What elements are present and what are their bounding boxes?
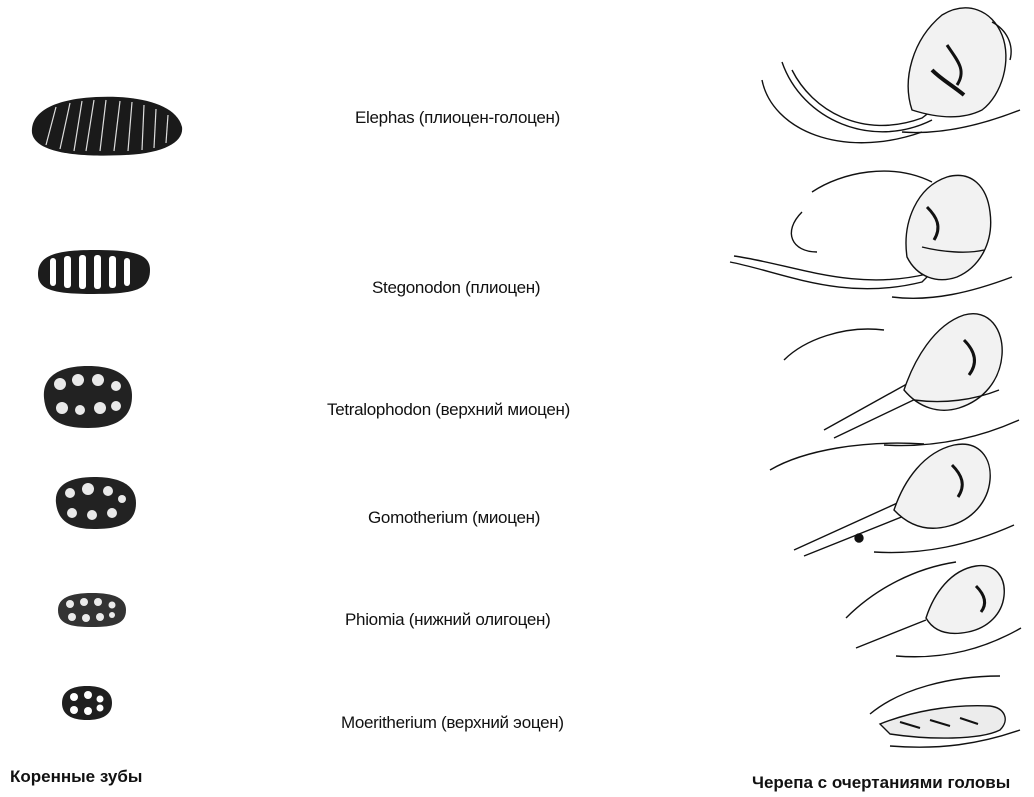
stegonodon-skull (722, 152, 1022, 312)
tetralophodon-skull (764, 300, 1024, 450)
tetralophodon-molar (38, 362, 136, 432)
elephas-molar (26, 93, 184, 159)
label-tetralophodon: Tetralophodon (верхний миоцен) (327, 400, 570, 420)
label-stegonodon: Stegonodon (плиоцен) (372, 278, 540, 298)
gomotherium-skull (764, 430, 1024, 560)
stegonodon-molar (34, 246, 154, 298)
gomotherium-molar (50, 473, 140, 533)
phiomia-molar (54, 590, 130, 630)
label-phiomia: Phiomia (нижний олигоцен) (345, 610, 551, 630)
label-moeritherium: Moeritherium (верхний эоцен) (341, 713, 564, 733)
elephas-skull (752, 0, 1022, 160)
phiomia-skull (836, 548, 1026, 663)
caption-skulls: Черепа с очертаниями головы (752, 773, 1010, 793)
label-elephas: Elephas (плиоцен-голоцен) (355, 108, 560, 128)
caption-molars: Коренные зубы (10, 767, 142, 787)
moeritherium-skull (860, 664, 1025, 754)
moeritherium-molar (58, 683, 116, 723)
label-gomotherium: Gomotherium (миоцен) (368, 508, 540, 528)
